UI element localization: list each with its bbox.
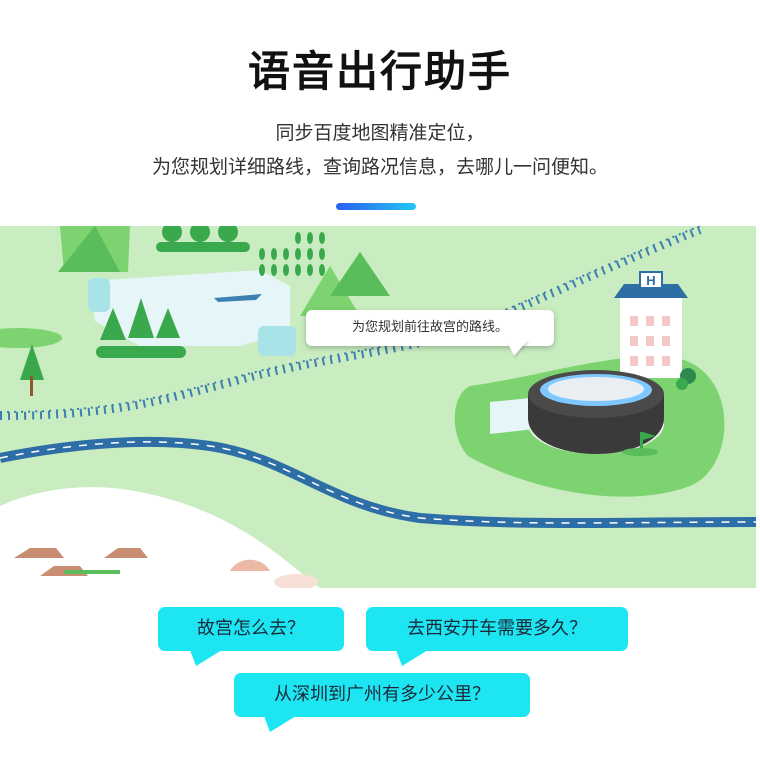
tree-icon bbox=[58, 226, 120, 272]
accent-divider bbox=[336, 203, 416, 210]
railway bbox=[0, 226, 701, 413]
hotel-icon: H bbox=[614, 271, 688, 378]
hill-icon bbox=[330, 252, 390, 296]
question-bubble-distance: 从深圳到广州有多少公里？ bbox=[234, 673, 530, 717]
hill-icon bbox=[300, 266, 360, 316]
page-title: 语音出行助手 bbox=[247, 47, 512, 96]
question-bubble-tail bbox=[190, 650, 222, 666]
tree-icon bbox=[100, 298, 180, 340]
question-bubble-xian: 去西安开车需要多久？ bbox=[366, 607, 628, 651]
tree-icon bbox=[20, 344, 44, 380]
question-bubble-tail bbox=[396, 650, 428, 666]
umbrella-icon bbox=[230, 559, 270, 571]
boat-icon bbox=[214, 294, 262, 302]
svg-text:H: H bbox=[646, 273, 655, 288]
smart-speaker-icon bbox=[528, 370, 664, 454]
map-illustration: H bbox=[0, 226, 756, 588]
subtitle-line-1: 同步百度地图精准定位， bbox=[275, 122, 485, 144]
question-bubble-tail bbox=[264, 716, 296, 732]
subtitle-line-2: 为您规划详细路线，查询路况信息，去哪儿一问便知。 bbox=[151, 156, 608, 178]
tree-group-icon bbox=[162, 226, 238, 242]
map-speech-bubble-tail bbox=[506, 340, 528, 356]
question-bubble-palace: 故宫怎么去？ bbox=[158, 607, 344, 651]
map-speech-bubble: 为您规划前往故宫的路线。 bbox=[306, 310, 554, 346]
